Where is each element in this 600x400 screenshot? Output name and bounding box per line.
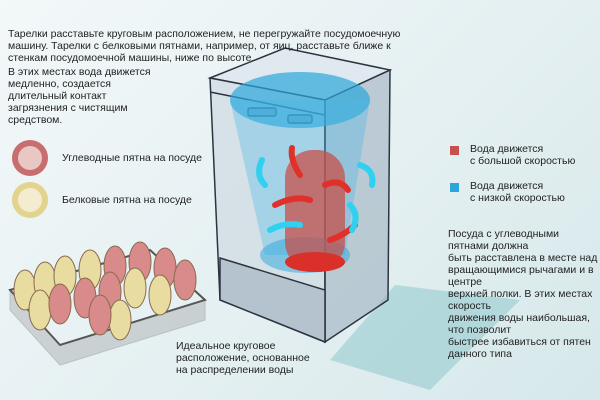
protein-plate-icon bbox=[12, 182, 48, 218]
legend-line: с большой скоростью bbox=[470, 155, 576, 167]
caption-line: на распределении воды bbox=[176, 364, 294, 376]
rack-plate bbox=[148, 274, 172, 316]
note-line: быстрее избавиться от пятен bbox=[448, 336, 591, 348]
spray-arm bbox=[285, 252, 345, 272]
legend-line: Вода движется bbox=[470, 180, 544, 192]
rack-caption: Идеальное круговое расположение, основан… bbox=[176, 340, 310, 376]
rack-plate bbox=[48, 283, 72, 325]
caption-line: Идеальное круговое bbox=[176, 340, 276, 352]
carb-placement-note: Посуда с углеводными пятнами должна быть… bbox=[448, 228, 597, 360]
intro-text: Тарелки расставьте круговым расположение… bbox=[8, 28, 401, 64]
slow-water-swatch bbox=[450, 183, 459, 192]
rack-plate bbox=[173, 259, 197, 301]
legend-line: с низкой скоростью bbox=[470, 192, 565, 204]
note-line: вращающимися рычагами и в bbox=[448, 264, 594, 276]
rack-plate bbox=[123, 267, 147, 309]
note-line: движения воды наибольшая, bbox=[448, 312, 590, 324]
shadow-shape bbox=[330, 285, 520, 390]
note-line: быть расставлена в месте над bbox=[448, 252, 598, 264]
fast-water-swatch bbox=[450, 146, 459, 155]
slow-arrow-icon bbox=[267, 221, 303, 233]
protein-stain-label: Белковые пятна на посуде bbox=[62, 194, 192, 206]
note-line: скорость bbox=[448, 300, 492, 312]
note-line: верхней полки. В этих местах bbox=[448, 288, 593, 300]
caption-line: расположение, основанное bbox=[176, 352, 310, 364]
slow-water-note: В этих местах вода движется медленно, со… bbox=[8, 66, 151, 126]
carb-plate-icon bbox=[12, 140, 48, 176]
fast-water-legend: Вода движется с большой скоростью bbox=[470, 143, 575, 167]
note-line: Посуда с углеводными bbox=[448, 228, 560, 240]
water-arrows bbox=[256, 145, 376, 243]
slow-arrow-icon bbox=[357, 162, 376, 188]
fast-arrow-icon bbox=[322, 179, 351, 193]
slow-water-legend: Вода движется с низкой скоростью bbox=[470, 180, 565, 204]
legend-line: Вода движется bbox=[470, 143, 544, 155]
note-line: пятнами должна bbox=[448, 240, 529, 252]
note-line: что позволит bbox=[448, 324, 512, 336]
rack-plate bbox=[88, 294, 112, 336]
dish-rack bbox=[8, 241, 207, 366]
rack-plate bbox=[108, 299, 132, 341]
fast-arrow-icon bbox=[272, 195, 313, 208]
slow-arrow-icon bbox=[347, 202, 359, 233]
note-line: данного типа bbox=[448, 348, 512, 360]
fast-arrow-icon bbox=[288, 145, 303, 178]
slow-arrow-icon bbox=[256, 157, 268, 188]
note-line: центре bbox=[448, 276, 483, 288]
carb-stain-label: Углеводные пятна на посуде bbox=[62, 152, 202, 164]
rack-plate bbox=[28, 289, 52, 331]
